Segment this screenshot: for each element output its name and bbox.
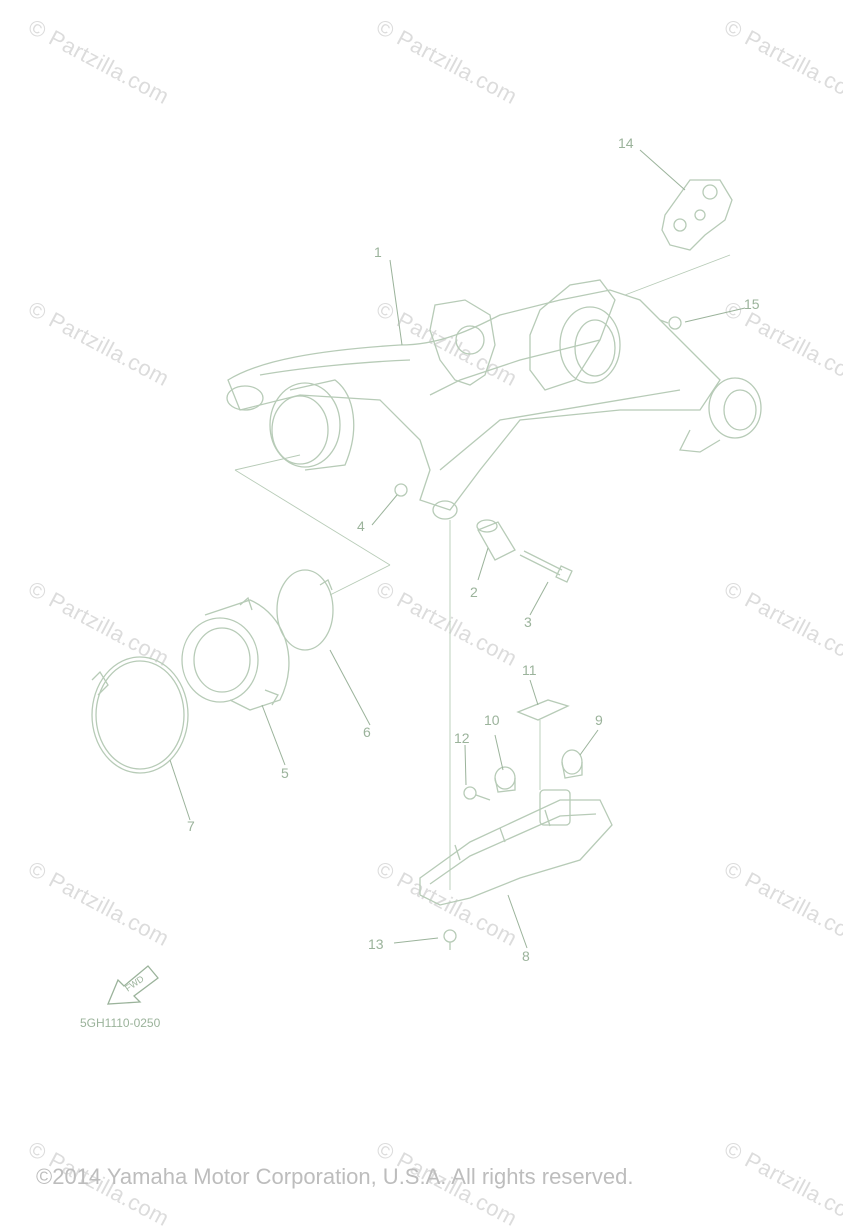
callout-6: 6 xyxy=(363,724,371,740)
callout-12: 12 xyxy=(454,730,470,746)
callout-8: 8 xyxy=(522,948,530,964)
skid-plate xyxy=(419,789,613,906)
callout-15: 15 xyxy=(744,296,760,312)
bracket xyxy=(661,179,733,251)
bolt-small xyxy=(443,929,457,950)
callout-5: 5 xyxy=(281,765,289,781)
callout-2: 2 xyxy=(470,584,478,600)
bolt xyxy=(519,550,573,583)
copyright-notice: ©2014 Yamaha Motor Corporation, U.S.A. A… xyxy=(36,1164,634,1189)
hub-ring xyxy=(269,379,355,471)
collar xyxy=(476,519,516,561)
callout-1: 1 xyxy=(374,244,382,260)
callout-7: 7 xyxy=(187,818,195,834)
callout-10: 10 xyxy=(484,712,500,728)
diagram-code: 5GH1110-0250 xyxy=(80,1016,161,1030)
pad xyxy=(516,699,570,721)
forward-arrow-icon: FWD xyxy=(106,965,159,1005)
swing-arm xyxy=(226,279,762,520)
washer xyxy=(394,483,408,497)
bolt-small xyxy=(463,786,491,801)
damper xyxy=(561,749,583,779)
bolt-small xyxy=(659,316,682,330)
callout-3: 3 xyxy=(524,614,532,630)
fwd-label: FWD xyxy=(123,973,146,993)
damper xyxy=(494,766,516,793)
boot xyxy=(181,596,290,711)
callout-4: 4 xyxy=(357,518,365,534)
clamp xyxy=(91,656,189,774)
callout-9: 9 xyxy=(595,712,603,728)
callout-13: 13 xyxy=(368,936,384,952)
callout-14: 14 xyxy=(618,135,634,151)
parts-diagram xyxy=(91,149,762,950)
band xyxy=(276,569,334,651)
callout-11: 11 xyxy=(522,662,537,678)
